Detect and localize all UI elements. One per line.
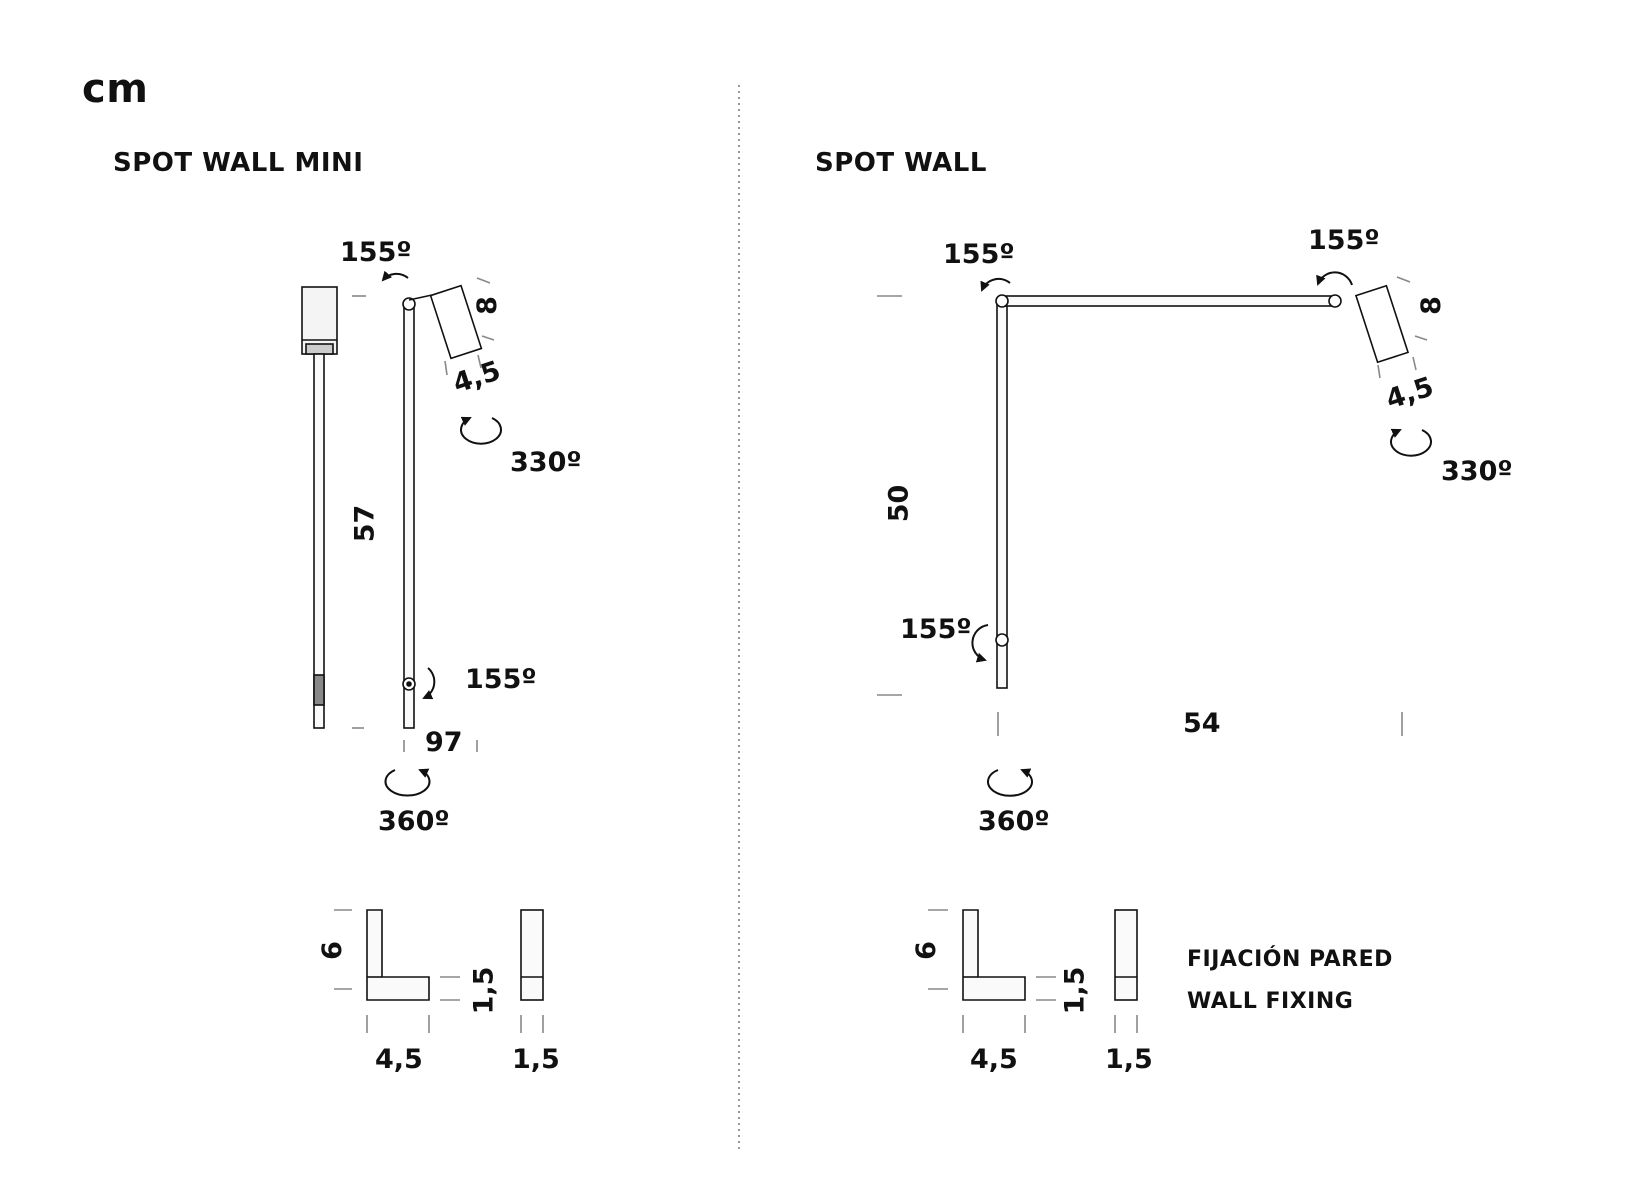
mini-fixing-drawing bbox=[366, 909, 544, 1001]
wall-top-joint-angle: 155º bbox=[943, 239, 1015, 270]
mini-projection: 97 bbox=[425, 727, 463, 758]
wall-lamp-view bbox=[995, 284, 1410, 689]
wall-fixing-guides bbox=[928, 909, 1138, 1033]
wall-guides bbox=[877, 276, 1428, 736]
mini-top-joint-angle: 155º bbox=[340, 237, 412, 268]
wall-rotation-arrows bbox=[971, 271, 1432, 797]
mini-guides bbox=[352, 277, 495, 752]
mini-fixing-guides bbox=[334, 909, 544, 1033]
mini-front-view bbox=[402, 284, 483, 729]
wall-head-rotation: 330º bbox=[1441, 456, 1513, 487]
mini-fixing-side-width: 1,5 bbox=[512, 1044, 560, 1075]
wall-arm-joint-angle: 155º bbox=[1308, 225, 1380, 256]
wall-base-rotation: 360º bbox=[978, 806, 1050, 837]
mini-bottom-joint-angle: 155º bbox=[465, 664, 537, 695]
mini-rotation-arrows bbox=[381, 270, 502, 797]
wall-fixing-drawing bbox=[962, 909, 1138, 1001]
unit-label: cm bbox=[82, 66, 149, 112]
mini-fixing-depth: 4,5 bbox=[375, 1044, 423, 1075]
mini-head-rotation: 330º bbox=[510, 447, 582, 478]
wall-fixing-depth: 4,5 bbox=[970, 1044, 1018, 1075]
wall-fixing-side-width: 1,5 bbox=[1105, 1044, 1153, 1075]
mini-base-rotation: 360º bbox=[378, 806, 450, 837]
wall-bottom-joint-angle: 155º bbox=[900, 614, 972, 645]
mini-side-view bbox=[301, 286, 338, 729]
fixing-label-es: FIJACIÓN PARED bbox=[1187, 947, 1393, 972]
product-title-spot-wall-mini: SPOT WALL MINI bbox=[113, 148, 364, 178]
fixing-label-en: WALL FIXING bbox=[1187, 989, 1354, 1014]
product-title-spot-wall: SPOT WALL bbox=[815, 148, 987, 178]
wall-projection: 54 bbox=[1183, 708, 1221, 739]
